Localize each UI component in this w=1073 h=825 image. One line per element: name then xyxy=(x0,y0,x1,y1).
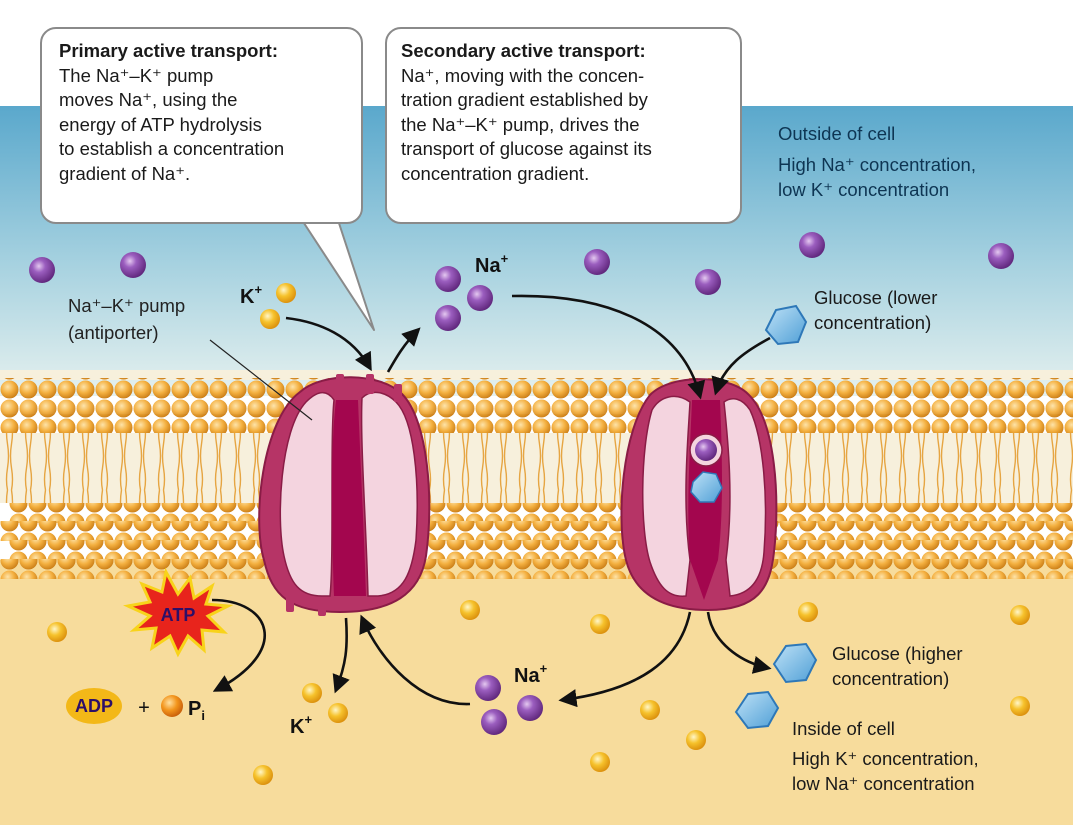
glucose-entry-arrow xyxy=(711,336,771,396)
potassium-ion-icon xyxy=(686,730,706,750)
sodium-ion-icon xyxy=(695,269,721,295)
pump-label: Na⁺–K⁺ pump (antiporter) xyxy=(68,295,190,343)
outside-cell-label: Outside of cell High Na⁺ concentration, … xyxy=(778,123,981,200)
phosphate-icon xyxy=(161,695,183,717)
free-sodium-ions xyxy=(29,232,1014,735)
inside-cell-label: Inside of cell High K⁺ concentration, lo… xyxy=(792,718,984,794)
sodium-bound-icon xyxy=(695,439,717,461)
callout-line: tration gradient established by xyxy=(401,89,648,110)
glucose-release-arrow xyxy=(706,611,772,674)
potassium-ion-icon xyxy=(1010,605,1030,625)
sodium-ion-icon xyxy=(988,243,1014,269)
sodium-ion-icon xyxy=(517,695,543,721)
sodium-ion-icon xyxy=(435,266,461,292)
callout-line: The Na⁺–K⁺ pump xyxy=(59,64,214,86)
callout-title: Secondary active transport: xyxy=(401,40,646,61)
sodium-potassium-pump xyxy=(258,374,431,616)
potassium-ion-icon xyxy=(302,683,322,703)
na-release-arrow xyxy=(558,611,692,708)
primary-transport-callout: Primary active transport: The Na⁺–K⁺ pum… xyxy=(40,27,363,224)
callout-line: the Na⁺–K⁺ pump, drives the xyxy=(401,113,640,135)
sodium-ion-icon xyxy=(467,285,493,311)
na-label-inside: Na+ xyxy=(514,661,548,687)
atp-starburst-icon xyxy=(123,567,234,658)
na-exit-arrow xyxy=(386,327,421,373)
callout-title: Primary active transport: xyxy=(59,40,279,61)
secondary-transport-callout: Secondary active transport: Na⁺, moving … xyxy=(385,27,742,224)
flow-arrows xyxy=(211,294,772,708)
na-label-outside: Na+ xyxy=(475,251,509,277)
free-potassium-ions xyxy=(47,283,1030,785)
potassium-ion-icon xyxy=(328,703,348,723)
potassium-ion-icon xyxy=(47,622,67,642)
na-return-arrow xyxy=(359,614,471,706)
potassium-ion-icon xyxy=(798,602,818,622)
sodium-ion-icon xyxy=(435,305,461,331)
atp-label: ATP xyxy=(161,605,196,625)
sodium-ion-icon xyxy=(481,709,507,735)
potassium-ion-icon xyxy=(276,283,296,303)
sodium-ion-icon xyxy=(584,249,610,275)
k-release-arrow xyxy=(332,617,350,694)
potassium-ion-icon xyxy=(1010,696,1030,716)
sodium-glucose-symporter xyxy=(620,378,778,612)
potassium-ion-icon xyxy=(260,309,280,329)
potassium-ion-icon xyxy=(590,752,610,772)
callout-line: concentration gradient. xyxy=(401,162,590,184)
potassium-ion-icon xyxy=(640,700,660,720)
pump-leader-line xyxy=(209,339,313,421)
potassium-ion-icon xyxy=(460,600,480,620)
k-label-inside: K+ xyxy=(290,712,312,738)
callout-line: moves Na⁺, using the xyxy=(59,89,238,110)
adp-oval xyxy=(66,688,122,724)
potassium-ion-icon xyxy=(253,765,273,785)
callout-line: gradient of Na⁺. xyxy=(59,162,191,184)
adp-plus-sign: + xyxy=(138,697,150,719)
glucose-lower-label: Glucose (lower concentration) xyxy=(814,287,943,333)
callout-line: transport of glucose against its xyxy=(401,138,652,159)
callout-line: to establish a concentration xyxy=(59,138,285,159)
na-to-symporter-arrow xyxy=(511,294,706,400)
sodium-ion-icon xyxy=(120,252,146,278)
callout-line: energy of ATP hydrolysis xyxy=(59,113,262,135)
sodium-ion-icon xyxy=(475,675,501,701)
sodium-ion-icon xyxy=(799,232,825,258)
glucose-inside-icon xyxy=(772,642,818,684)
adp-label: ADP xyxy=(75,696,113,716)
phosphate-label: Pi xyxy=(188,698,205,723)
lipid-bilayer xyxy=(0,370,1073,579)
k-label-outside: K+ xyxy=(240,282,262,308)
glucose-higher-label: Glucose (higher concentration) xyxy=(832,643,968,689)
glucose-bound-icon xyxy=(690,471,723,503)
potassium-ion-icon xyxy=(590,614,610,634)
sodium-ion-icon xyxy=(29,257,55,283)
glucose-inside-icon xyxy=(734,690,780,730)
callout-line: Na⁺, moving with the concen- xyxy=(401,64,645,86)
glucose-outside-icon xyxy=(764,304,808,346)
k-entry-arrow xyxy=(285,316,372,372)
atp-hydrolysis-arrow xyxy=(211,598,266,692)
